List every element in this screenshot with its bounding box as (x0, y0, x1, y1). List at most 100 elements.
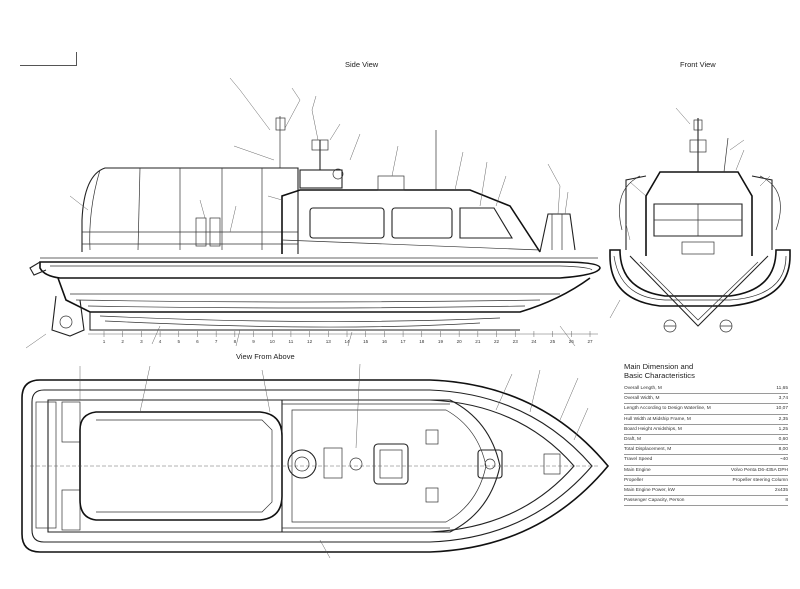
side-fender-tube (39, 261, 601, 279)
side-propeller (59, 315, 73, 329)
front-fender-seam (613, 255, 787, 301)
side-stern-tip (29, 261, 47, 276)
front-view (609, 107, 791, 333)
top-roof-panel (291, 409, 487, 523)
side-hull (57, 277, 591, 313)
front-windshield-split (654, 204, 742, 236)
top-searchlight (349, 457, 363, 471)
side-window-1 (309, 207, 385, 239)
spec-label: Passenger Capacity, Person (624, 498, 685, 504)
station-label: 7 (215, 339, 218, 344)
station-label: 16 (382, 339, 388, 344)
spec-value: 1,25 (778, 426, 788, 432)
station-label: 18 (419, 339, 425, 344)
side-searchlight (332, 168, 344, 180)
top-anchor-locker (543, 453, 561, 475)
side-windshield (459, 207, 513, 239)
side-strake-3 (99, 315, 501, 322)
station-label: 10 (270, 339, 276, 344)
spec-value: 10,07 (775, 406, 788, 412)
front-hull-v (629, 255, 769, 327)
spec-value: Volvo Penta D6-435A DPH (730, 467, 788, 473)
spec-label: Total Displacement, M (624, 447, 672, 453)
spec-row: Passenger Capacity, Person 8 (624, 496, 788, 507)
station-label: 11 (289, 339, 294, 344)
front-antenna (723, 137, 729, 173)
station-label: 25 (550, 339, 556, 344)
spec-title: Main Dimension and Basic Characteristics (624, 362, 788, 380)
front-windshield (653, 203, 743, 237)
top-vent-2 (425, 487, 439, 503)
station-label: 27 (587, 339, 593, 344)
spec-label: Propeller (624, 477, 644, 483)
station-label: 13 (326, 339, 332, 344)
station-label: 5 (177, 339, 180, 344)
station-label: 9 (252, 339, 255, 344)
station-label: 24 (531, 339, 537, 344)
side-ac-unit (377, 175, 405, 191)
station-label: 19 (438, 339, 444, 344)
front-fender (609, 249, 791, 307)
station-label: 4 (159, 339, 162, 344)
side-strake-4 (104, 320, 481, 328)
spec-label: Main Engine (624, 467, 651, 473)
front-radar (689, 139, 707, 153)
top-fore-hatch (477, 449, 503, 479)
front-cabin (645, 171, 753, 256)
top-radar-dome (287, 449, 317, 479)
side-strake-1 (75, 299, 541, 303)
spec-value: 8 (785, 498, 788, 504)
spec-label: Main Engine Power, kW (624, 487, 675, 493)
top-swim-platform (35, 401, 57, 529)
station-label: 23 (513, 339, 519, 344)
front-hull-inner (639, 261, 759, 321)
side-canopy-strut-1 (89, 169, 101, 251)
station-label: 8 (234, 339, 237, 344)
spec-panel: Main Dimension and Basic Characteristics… (624, 362, 788, 507)
station-label: 22 (494, 339, 500, 344)
side-window-2 (391, 207, 453, 239)
side-radar (311, 139, 329, 151)
spec-value: 2x435 (774, 487, 788, 493)
spec-label: Hull Width at Midship Frame, M (624, 416, 691, 422)
spec-value: 3,74 (778, 396, 788, 402)
side-keel (89, 312, 520, 331)
side-callouts (25, 77, 576, 349)
side-mast-light (275, 117, 286, 131)
top-view-title: View From Above (236, 352, 295, 361)
station-label: 17 (401, 339, 407, 344)
side-stern-drive (51, 295, 85, 337)
spec-row: Main Engine Volvo Penta D6-435A DPH (624, 466, 788, 476)
side-canopy-frame (81, 167, 299, 254)
spec-value: 11,65 (776, 386, 788, 392)
spec-title-line-1: Main Dimension and (624, 362, 694, 371)
front-rail-right (751, 175, 773, 250)
spec-label: Board Height Amidships, M (624, 426, 682, 432)
station-label: 6 (196, 339, 199, 344)
station-label: 20 (457, 339, 463, 344)
front-mast-light (693, 119, 703, 131)
spec-value: ~40 (779, 457, 788, 463)
side-view-title: Side View (345, 60, 379, 69)
title-block-frame (20, 52, 77, 66)
top-ac-unit (373, 443, 409, 485)
station-label: 1 (103, 339, 106, 344)
top-vent-1 (425, 429, 439, 445)
spec-label: Overall Length, M (624, 386, 662, 392)
station-label: 15 (363, 339, 369, 344)
spec-row: Main Engine Power, kW 2x435 (624, 486, 788, 497)
spec-label: Draft, M (624, 437, 642, 443)
side-roof-box (299, 169, 343, 189)
station-label: 2 (121, 339, 124, 344)
top-view (21, 363, 610, 559)
side-sheer-line (281, 239, 541, 251)
top-aft-box-2 (61, 489, 81, 531)
spec-value: 8,00 (778, 447, 788, 453)
spec-label: Travel Speed (624, 457, 653, 463)
